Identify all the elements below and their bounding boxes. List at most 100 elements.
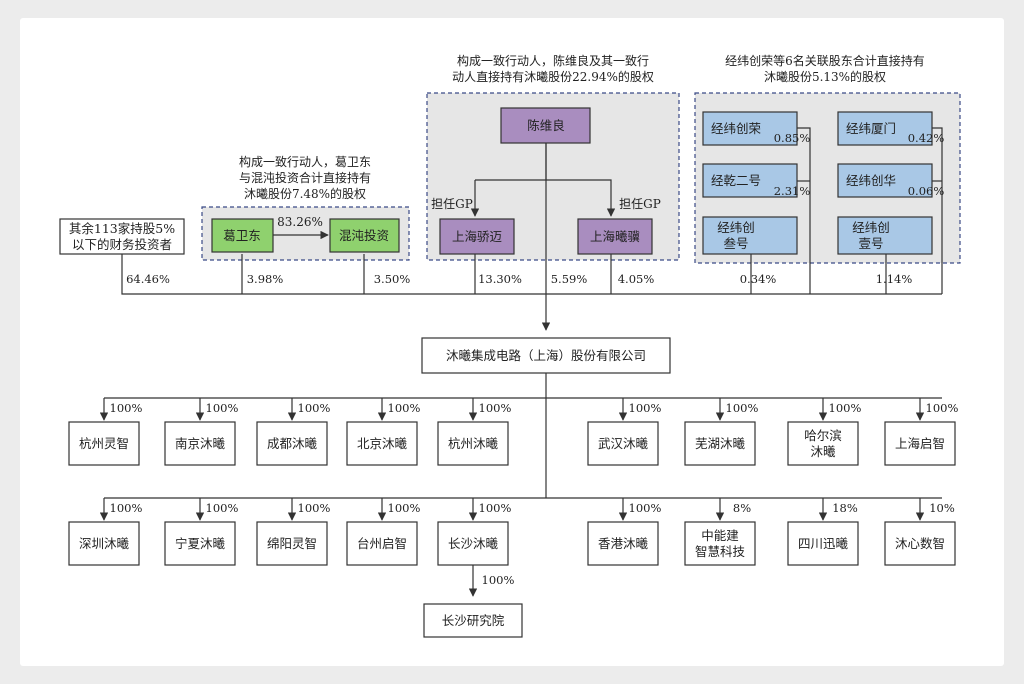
gp-left-label: 担任GP [431,197,473,211]
company-box [421,337,671,374]
subsidiary-name: 台州启智 [357,536,407,551]
company-label: 沐曦集成电路（上海）股份有限公司 [446,348,646,363]
other-investors-box [59,218,185,255]
subsidiary-pct: 100% [110,501,143,515]
stake-hundun: 3.50% [374,272,411,286]
jw-qianer-pct: 2.31% [774,184,811,198]
jw-yi-line-1: 经纬创 [852,220,890,235]
subsidiary-box [587,421,659,466]
stake-xiqiang: 4.05% [618,272,655,286]
changsha-institute-box [423,603,523,638]
stake-jiaomai: 13.30% [478,272,522,286]
ge-weidong-label: 葛卫东 [223,228,261,243]
other-investors-line-1: 其余113家持股5% [69,221,175,236]
stake-chen: 5.59% [551,272,588,286]
jw-chuangrong-pct: 0.85% [774,131,811,145]
ge-to-hundun-pct: 83.26% [277,215,323,229]
watermark-logo-icon [716,636,744,664]
subsidiary-pct: 10% [929,501,955,515]
subsidiary-name: 南京沐曦 [175,436,226,451]
subsidiary-box [437,421,509,466]
subsidiary-pct: 100% [926,401,959,415]
subsidiary-box [164,521,236,566]
subsidiary-pct: 100% [479,401,512,415]
jw-chuangrong-label: 经纬创荣 [711,121,762,136]
jw-yi-line-2: 壹号 [858,236,883,251]
chen-caption-line-1: 构成一致行动人，陈维良及其一致行 [457,53,649,68]
jiaomai-box [439,218,515,255]
top-connectors [99,127,943,597]
jw-qianer-label: 经乾二号 [711,173,761,188]
subsidiary-name: 杭州沐曦 [448,436,499,451]
ge-caption-line-1: 构成一致行动人，葛卫东 [239,154,371,169]
subsidiary-box [346,421,418,466]
jw-chuanghua-pct: 0.06% [908,184,945,198]
ge-caption-line-3: 沐曦股份7.48%的股权 [244,186,366,201]
jw-chuangrong-box [702,111,798,146]
jingwei-caption: 经纬创荣等6名关联股东合计直接持有 沐曦股份5.13%的股权 [725,53,925,84]
subsidiary-name: 杭州灵智 [79,436,129,451]
other-investors-line-2: 以下的财务投资者 [72,237,172,252]
subsidiary-box [684,521,756,566]
xiqiang-box [577,218,653,255]
jw-san-line-2: 叁号 [723,236,748,251]
subsidiary-pct: 100% [206,401,239,415]
xiqiang-label: 上海曦骥 [590,229,640,244]
subsidiary-pct: 100% [110,401,143,415]
subsidiary-name: 芜湖沐曦 [695,436,746,451]
watermark: 雪球：华尔街见闻 [716,636,942,665]
subsidiary-pct: 8% [733,501,751,515]
subsidiary-pct: 100% [629,401,662,415]
subsidiary-box [587,521,659,566]
subsidiary-box [437,521,509,566]
subsidiary-pct: 18% [832,501,858,515]
stake-ge: 3.98% [247,272,284,286]
jingwei-caption-line-2: 沐曦股份5.13%的股权 [764,69,886,84]
subsidiary-name: 北京沐曦 [357,436,408,451]
ge-weidong-box [211,218,274,253]
subsidiary-name: 成都沐曦 [267,436,318,451]
subsidiary-name: 绵阳灵智 [267,536,317,551]
ge-caption-line-2: 与混沌投资合计直接持有 [239,170,371,185]
subsidiary-pct: 100% [388,401,421,415]
changsha-institute-pct: 100% [482,573,515,587]
subsidiary-box [68,421,140,466]
subsidiary-box [346,521,418,566]
hundun-label: 混沌投资 [339,228,389,243]
chen-weiliang-label: 陈维良 [527,118,565,133]
subsidiary-box [787,421,859,466]
subsidiaries: 杭州灵智 100% 南京沐曦 100% 成都沐曦 100% 北京沐曦 100% 杭州沐曦 100%… [68,401,959,566]
stake-jw-san: 0.34% [740,272,777,286]
jw-chuanghua-label: 经纬创华 [846,173,896,188]
jw-chuanghua-box [837,163,933,198]
hundun-box [329,218,400,253]
subsidiary-name: 中能建 [701,528,739,543]
subsidiary-name: 深圳沐曦 [79,536,130,551]
subsidiary-name: 香港沐曦 [598,536,649,551]
subsidiary-box [884,521,956,566]
subsidiary-pct: 100% [298,501,331,515]
subsidiary-name: 四川迅曦 [798,536,849,551]
subsidiary-pct: 100% [629,501,662,515]
chen-caption: 构成一致行动人，陈维良及其一致行 动人直接持有沐曦股份22.94%的股权 [452,53,654,84]
jw-xiamen-pct: 0.42% [908,131,945,145]
subsidiary-pct: 100% [829,401,862,415]
subsidiary-name: 哈尔滨 [804,428,842,443]
subsidiary-box [884,421,956,466]
subsidiary-box [684,421,756,466]
jw-xiamen-label: 经纬厦门 [846,121,896,136]
stake-others: 64.46% [126,272,170,286]
subsidiary-name: 智慧科技 [695,544,746,559]
subsidiary-pct: 100% [479,501,512,515]
changsha-institute-label: 长沙研究院 [442,613,505,628]
jw-qianer-box [702,163,798,198]
subsidiary-pct: 100% [388,501,421,515]
gp-right-label: 担任GP [619,197,661,211]
subsidiary-box [68,521,140,566]
jw-xiamen-box [837,111,933,146]
subsidiary-name: 长沙沐曦 [448,536,499,551]
ge-caption: 构成一致行动人，葛卫东 与混沌投资合计直接持有 沐曦股份7.48%的股权 [239,154,371,201]
subsidiary-name: 宁夏沐曦 [175,536,226,551]
chen-caption-line-2: 动人直接持有沐曦股份22.94%的股权 [452,69,654,84]
jw-yi-box [837,216,933,255]
